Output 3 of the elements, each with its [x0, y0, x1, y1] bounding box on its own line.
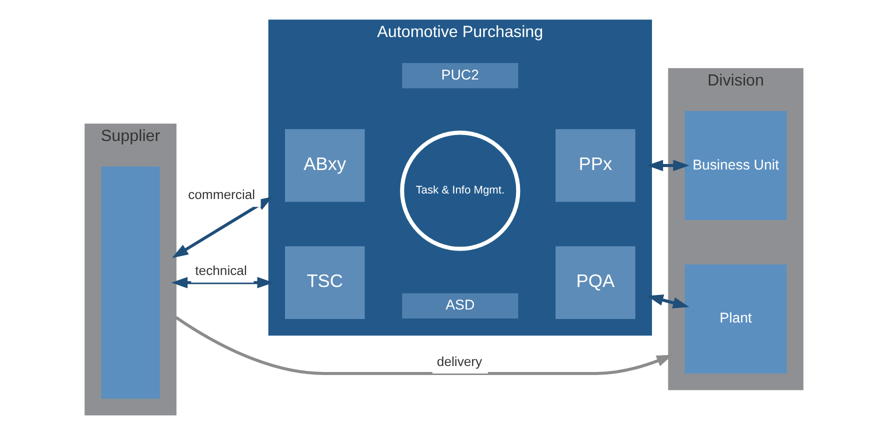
- edge-label: commercial: [188, 187, 256, 202]
- edge-label: technical: [195, 262, 247, 278]
- edge-label: delivery: [436, 354, 482, 369]
